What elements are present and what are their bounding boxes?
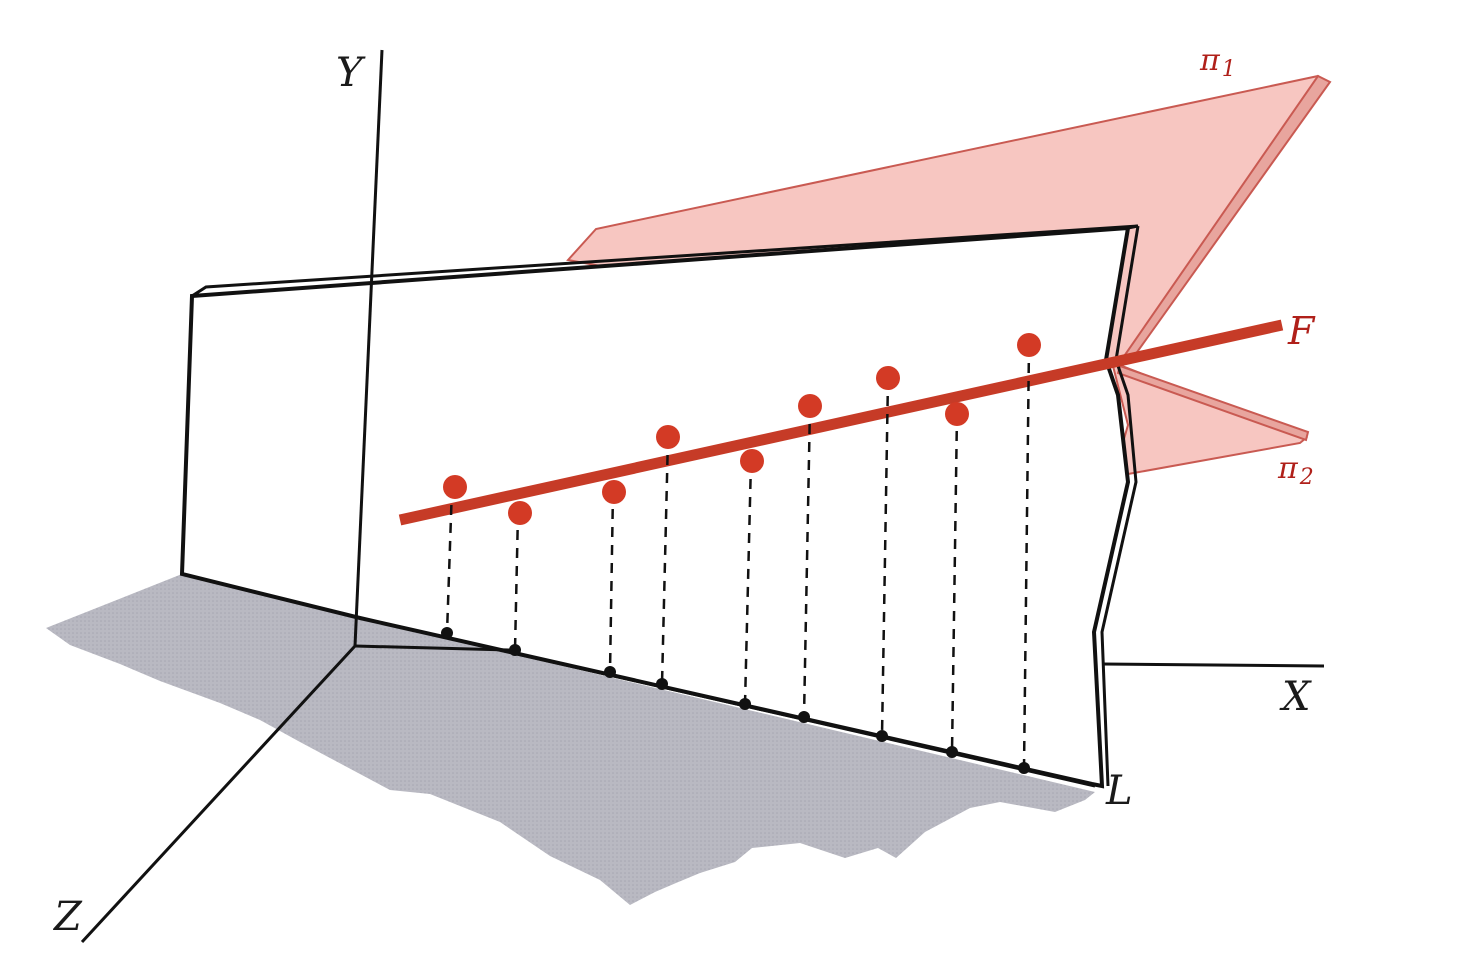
data-point [508,501,532,525]
projection-line [513,511,520,651]
projected-point [509,644,521,656]
z-axis-label: Z [52,894,83,940]
data-point [798,394,822,418]
projection-line [743,460,753,705]
data-point [876,366,900,390]
y-axis-line [353,49,384,647]
plane-pi2 [1110,360,1310,476]
plane-pi2-symbol: π [1277,451,1299,486]
x-axis-label: X [1279,674,1312,720]
line-l [359,616,1096,788]
line-f [398,319,1284,526]
plane-pi1-subscript: 1 [1222,57,1236,82]
projection-line [880,377,890,737]
data-point [945,402,969,426]
projected-points [441,627,1030,774]
y-axis-label: Y [336,50,366,96]
projected-point [656,678,668,690]
projection-lines [445,344,1031,769]
data-point [656,425,680,449]
projected-point [604,666,616,678]
line-l-label: L [1105,768,1133,814]
projection-line [608,490,615,673]
plane-pi2-label: π2 [1277,451,1314,490]
projection-line [660,436,670,685]
axes [80,49,1325,944]
projected-point [1018,762,1030,774]
projected-point [946,746,958,758]
data-point [443,475,467,499]
line-f-label: F [1287,309,1316,353]
projected-point [441,627,453,639]
projection-line [950,412,959,753]
base-axis-segment [354,644,511,652]
projected-point [876,730,888,742]
wall-top-edge [191,224,1139,298]
projection-line [802,405,812,718]
plane-pi2-subscript: 2 [1299,465,1314,490]
projected-point [739,698,751,710]
projection-line [445,486,454,634]
wall-right-edge [1100,225,1140,787]
data-point [1017,333,1041,357]
data-point [602,480,626,504]
red-points [443,333,1041,525]
z-axis-line [80,644,357,944]
plane-pi1-symbol: π [1199,43,1221,78]
x-axis-line [1101,662,1325,668]
ground-shadow [46,574,1095,905]
data-point [740,449,764,473]
plane-pi1-label: π1 [1199,43,1236,82]
projected-point [798,711,810,723]
